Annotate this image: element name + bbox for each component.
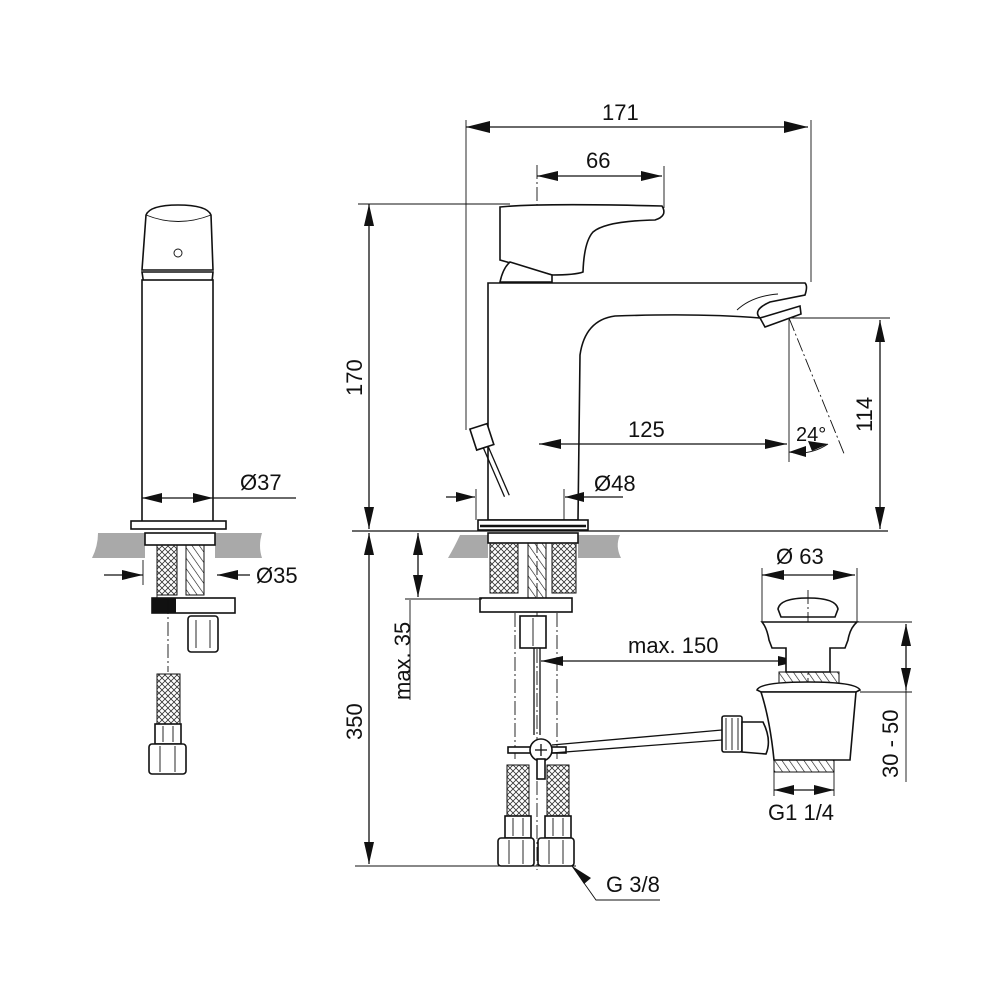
side-handle [141, 204, 214, 271]
dim-side-body-diameter: Ø37 [240, 470, 282, 495]
dim-hose-length: 350 [342, 703, 367, 740]
waste-assembly: Ø 63 30 - 50 G1 1/4 [721, 544, 912, 825]
front-view: 171 66 170 [342, 100, 890, 901]
dim-overall-width: 171 [602, 100, 639, 125]
dim-spout-height: 114 [852, 397, 877, 432]
lever-handle [499, 203, 665, 276]
side-view: Ø37 Ø35 [92, 204, 298, 775]
dim-overall-height: 170 [342, 359, 367, 396]
dim-mounting-hole: Ø35 [256, 563, 298, 588]
spout-body [487, 282, 808, 521]
dim-max-deck-thickness: max. 35 [390, 622, 415, 700]
dim-waste-height-range: 30 - 50 [878, 710, 903, 779]
dim-hose-thread: G 3/8 [606, 872, 660, 897]
dim-spout-angle: 24° [796, 424, 826, 446]
dim-max-rod-distance: max. 150 [628, 633, 719, 658]
dim-waste-thread: G1 1/4 [768, 800, 834, 825]
dim-lever-reach: 66 [586, 148, 610, 173]
dim-spout-reach: 125 [628, 417, 665, 442]
dim-waste-diameter: Ø 63 [776, 544, 824, 569]
dim-base-diameter: Ø48 [594, 471, 636, 496]
